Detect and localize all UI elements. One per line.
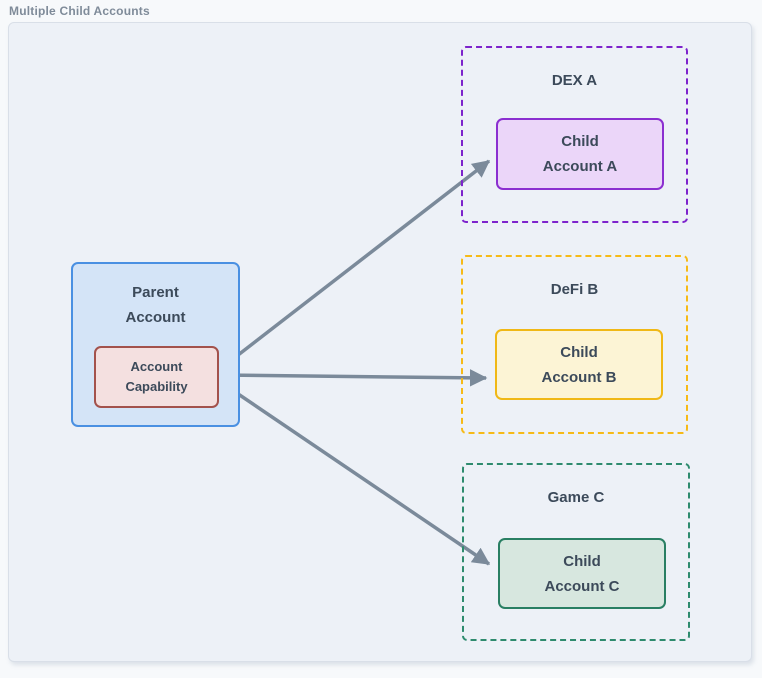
arrow-parent-to-child-a [218,159,491,371]
child-c-label-line1: Child [563,552,601,570]
group-dex-a: DEX A Child Account A [461,46,688,223]
account-capability-node: Account Capability [94,346,219,408]
diagram-canvas: Parent Account Account Capability DEX A … [8,22,752,662]
group-game-c: Game C Child Account C [462,463,690,641]
capability-label-line1: Account [130,359,183,374]
child-b-label-line2: Account B [541,368,617,386]
child-a-label-line2: Account A [542,158,618,175]
group-defi-b-label: DeFi B [550,281,599,298]
child-a-label-line1: Child [561,133,599,150]
capability-label-line2: Capability [125,379,188,394]
child-account-a-node: Child Account A [496,118,664,190]
child-account-b-node: Child Account B [495,329,663,400]
group-defi-b: DeFi B Child Account B [461,255,688,434]
child-c-label-line2: Account C [544,577,620,595]
parent-account-label: Parent Account [73,280,238,330]
parent-label-line1: Parent [132,284,179,301]
group-dex-a-label: DEX A [551,72,598,89]
diagram-title: Multiple Child Accounts [9,4,150,18]
group-game-c-label: Game C [547,489,605,506]
arrow-parent-to-child-c [218,379,491,566]
arrow-parent-to-child-b [218,369,488,387]
child-account-c-node: Child Account C [498,538,666,609]
child-b-label-line1: Child [560,343,598,361]
parent-account-node: Parent Account Account Capability [71,262,240,427]
parent-label-line2: Account [125,309,186,326]
